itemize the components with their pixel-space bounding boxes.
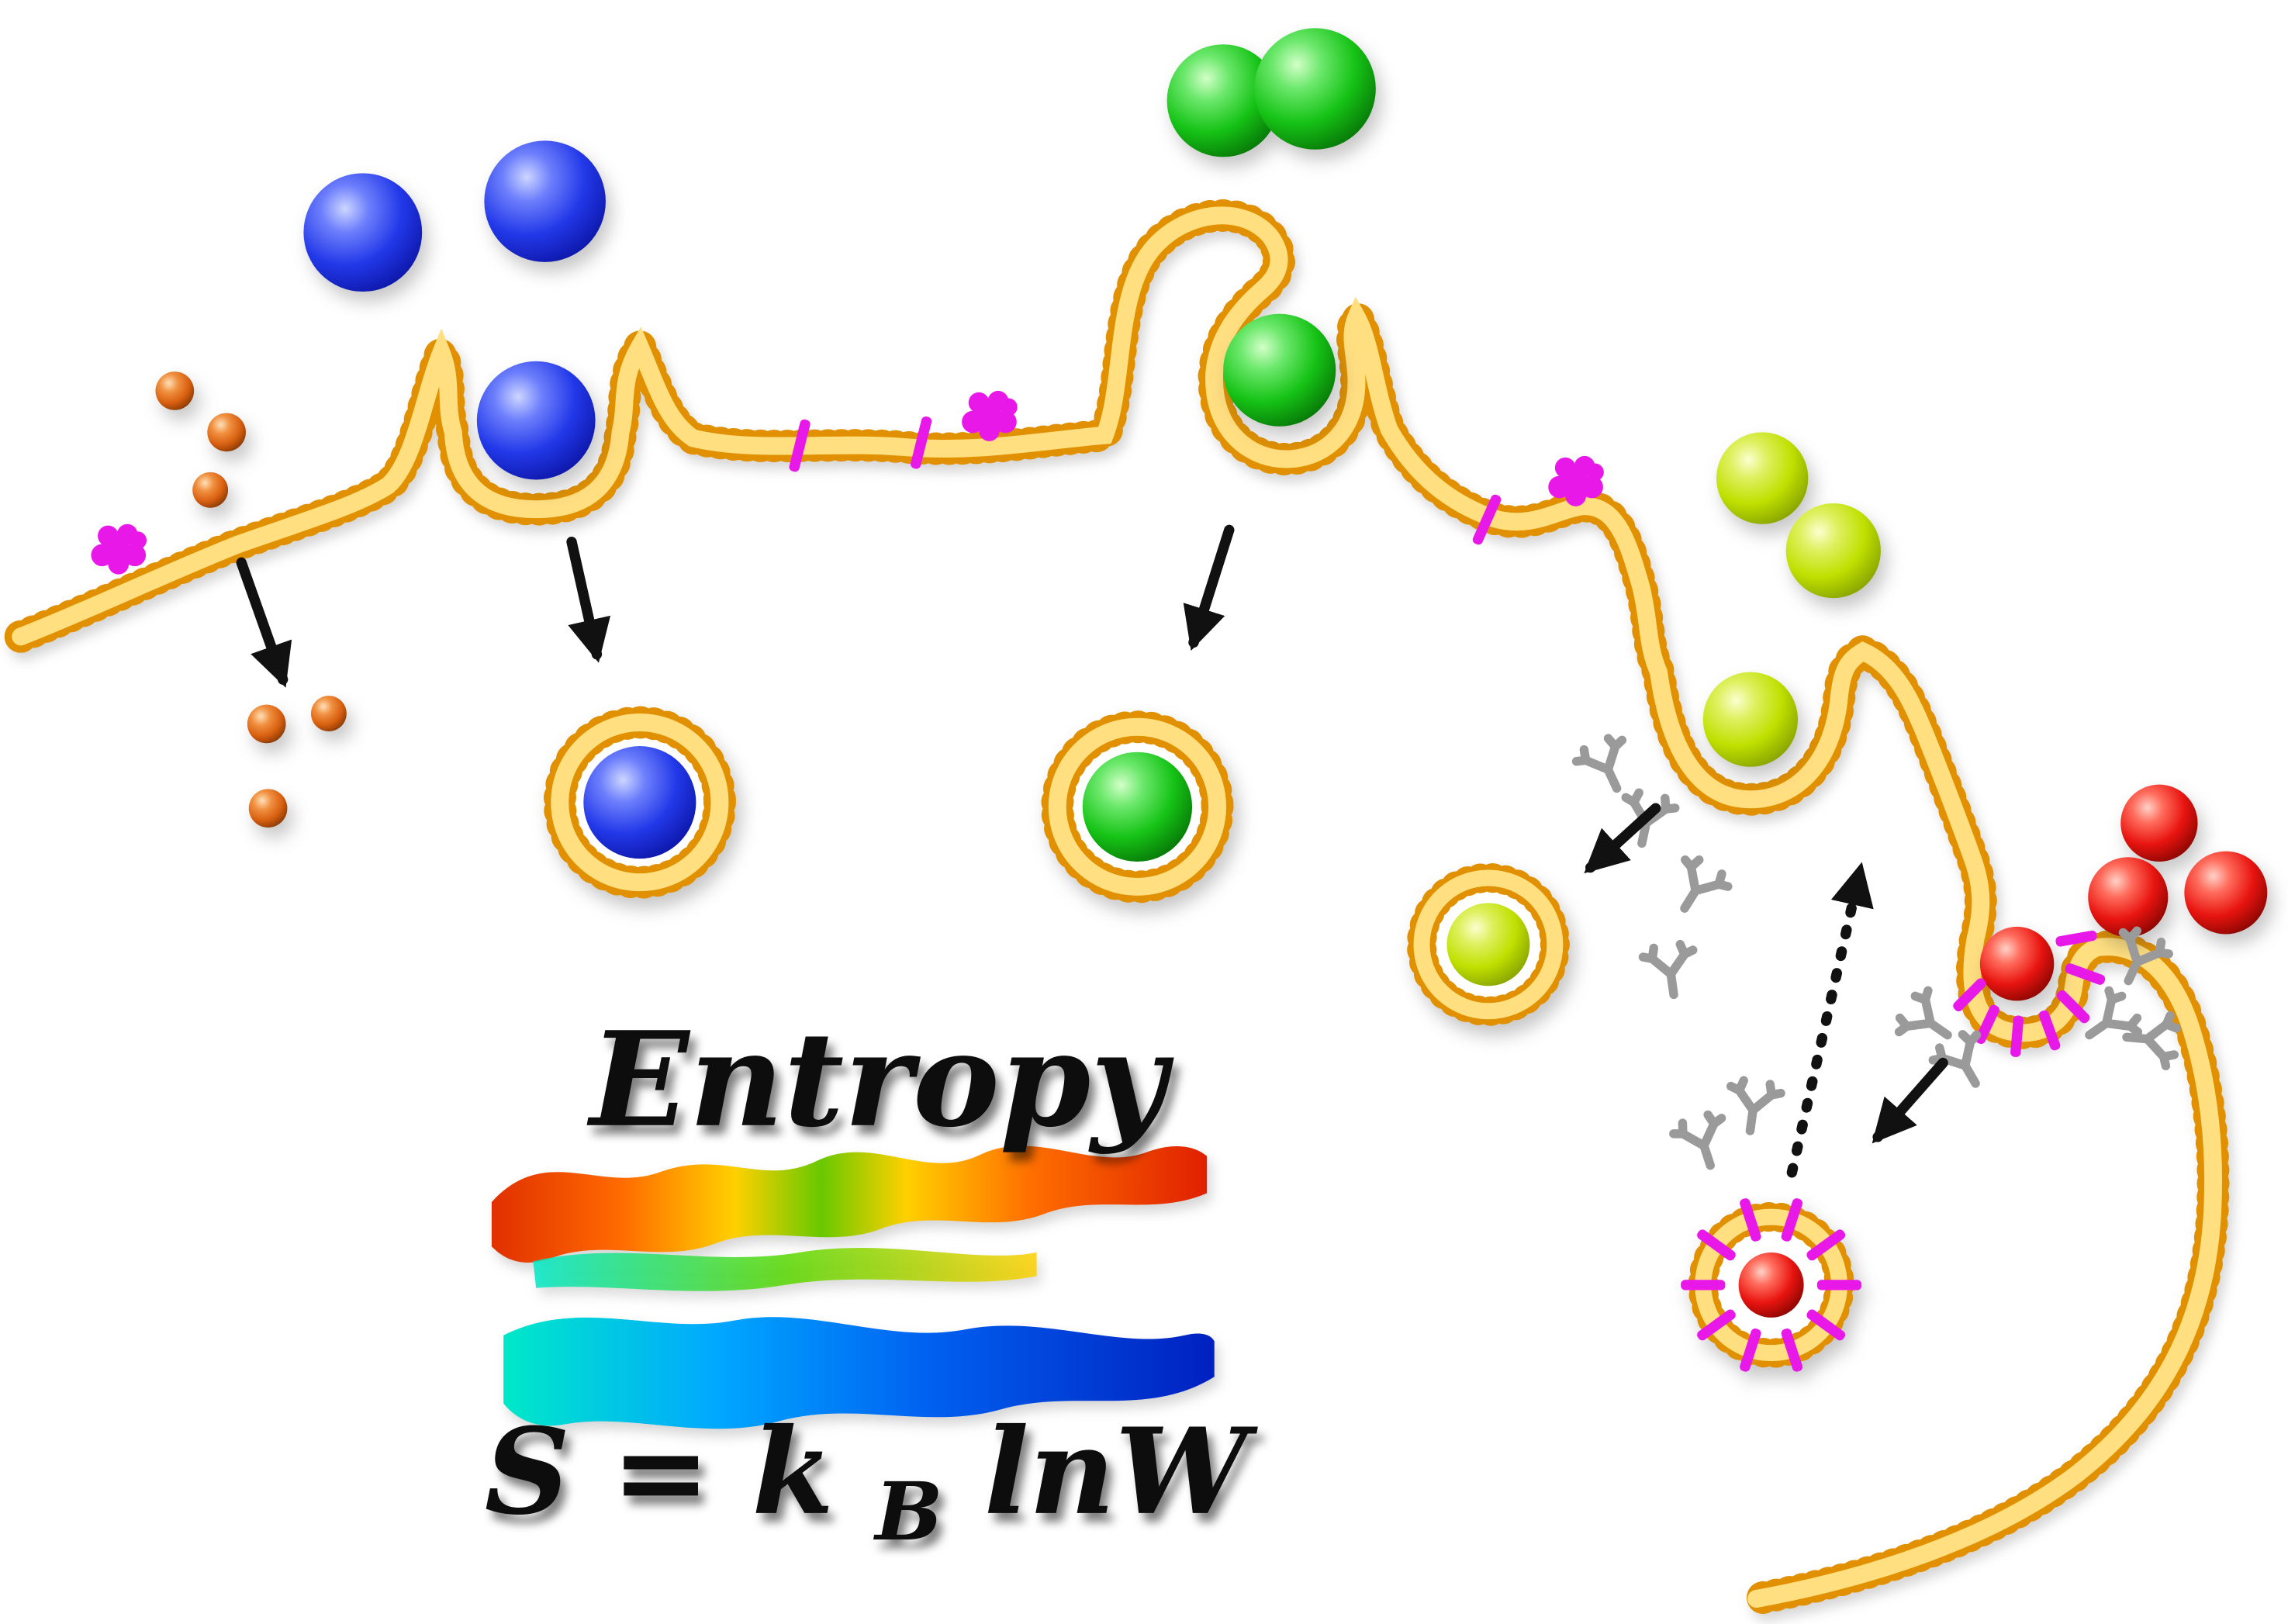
antibody-icon [1642,943,1699,998]
nanoparticle-green [1166,44,1280,157]
arrow-recycling-dashed-icon [1786,862,1874,1178]
nanoparticle-red-in-cup [1979,926,2055,1001]
nanoparticles [155,28,2268,1001]
arrow-endocytosis-blue-icon [566,536,611,663]
orange-particle [247,704,286,744]
small-orange-particles-released [247,696,347,828]
nanoparticle-blue [484,140,606,262]
vesicle-cargo-red [1738,1252,1804,1318]
orange-particle [310,696,347,731]
nanoparticle-yellowgreen [1716,432,1809,524]
surface-cold-wave [503,1317,1215,1429]
formula-suffix: lnW [984,1403,1259,1542]
nanoparticle-green [1254,28,1376,150]
formula-prefix: S = k [485,1403,834,1542]
orange-particle [155,371,195,410]
red-cup-magenta-spikes [1953,930,2106,1057]
orange-particle [248,789,288,828]
protein-blob-icon [962,390,1018,441]
antibody-icon [1893,986,1962,1056]
orange-particle [192,472,229,508]
antibody-icon [1663,854,1731,922]
protein-channel-icon [789,419,810,472]
vesicle-cargo-green [1082,752,1193,862]
process-arrows [236,524,1948,1178]
antibody-icon [1725,1079,1782,1134]
nanoparticle-yellowgreen-in-cup [1702,672,1798,767]
protein-channel-icon [911,416,932,469]
membrane-bilayer-core [12,206,2222,1608]
protein-blob-icon [91,523,147,575]
vesicle-cargo-blue [583,746,696,859]
nanoparticle-green-in-cup [1223,313,1336,427]
vesicle-cargo-yellowgreen [1446,903,1530,986]
arrow-release-icon [236,557,292,688]
vesicle-blue [543,706,736,899]
entropy-formula: S = k B lnW [485,1403,1259,1568]
arrow-endocytosis-yellowgreen-icon [1584,803,1661,874]
vesicle-magenta-spikes [1681,1198,1862,1372]
nanoparticle-yellowgreen [1785,503,1881,599]
arrow-endocytosis-red-icon [1872,1057,1948,1144]
entropy-energy-surface [491,1145,1215,1429]
protein-channel-icon [1472,494,1502,545]
lipid-membrane [4,199,2230,1615]
nanoparticle-red [2184,851,2268,935]
vesicle-red-decorated [1681,1198,1862,1372]
nanoparticle-blue [303,173,423,292]
protein-blob-icon [1548,455,1604,506]
antibody-icon [1574,734,1640,800]
surface-hot-wave [491,1145,1208,1263]
small-orange-particles-top [155,371,246,508]
vesicle-green [1041,710,1234,904]
nanoparticle-blue-in-pit [476,361,596,480]
nanoparticle-red [2120,784,2198,862]
antibody-icon [1671,1111,1734,1173]
nanoparticle-red [2088,857,2169,938]
orange-particle [207,413,246,452]
surface-mid-wave [533,1247,1037,1291]
entropy-title: Entropy [586,1003,1174,1156]
formula-subscript: B [873,1465,942,1559]
vesicle-yellowgreen [1406,862,1570,1026]
arrow-endocytosis-green-icon [1183,524,1235,651]
vesicles [543,706,1862,1372]
membrane-proteins [91,390,1604,575]
